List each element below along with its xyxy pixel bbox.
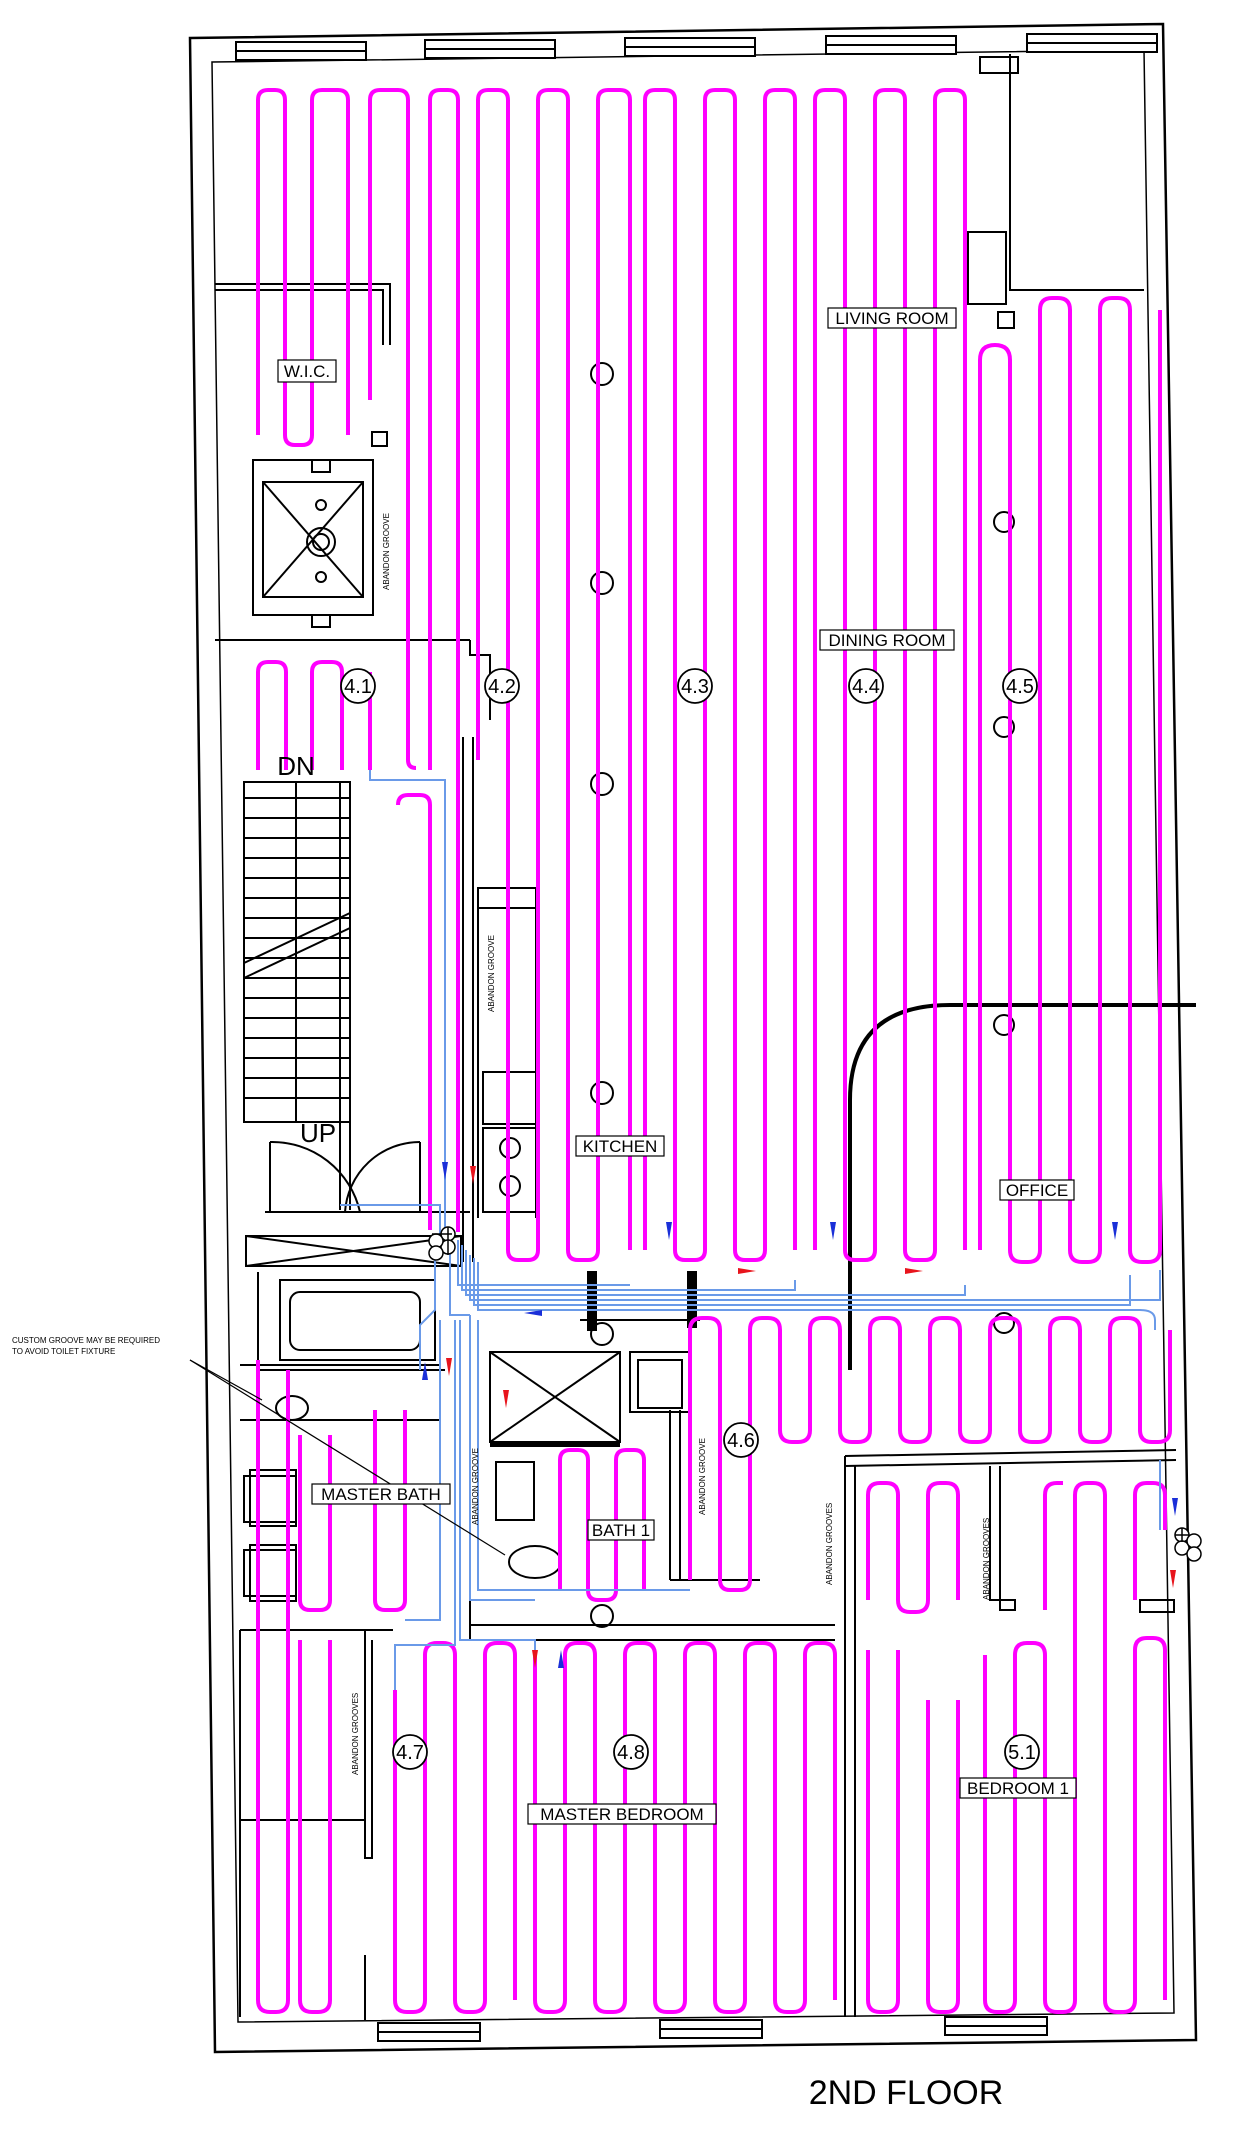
room-label-bedroom1: BEDROOM 1 — [967, 1779, 1069, 1798]
note-abandon-groove-4: ABANDON GROOVE — [698, 1438, 707, 1515]
note-leaders — [189, 1359, 506, 1556]
note-custom-groove-line2: TO AVOID TOILET FIXTURE — [12, 1347, 115, 1356]
zone-5-1: 5.1 — [1008, 1742, 1036, 1764]
zone-4-4: 4.4 — [852, 676, 880, 698]
zone-4-1: 4.1 — [344, 676, 372, 698]
note-abandon-groove-2: ABANDON GROOVE — [487, 935, 496, 1012]
floor-title: 2ND FLOOR — [809, 2074, 1004, 2112]
room-label-office: OFFICE — [1006, 1181, 1068, 1200]
heating-loops — [256, 88, 1172, 2014]
note-abandon-groove-1: ABANDON GROOVE — [382, 513, 391, 590]
stairs-down-label: DN — [277, 751, 315, 781]
note-abandon-groove-3: ABANDON GROOVE — [471, 1448, 480, 1525]
stairs-up-label: UP — [300, 1118, 336, 1148]
zone-4-6: 4.6 — [727, 1430, 755, 1452]
zone-4-3: 4.3 — [681, 676, 709, 698]
zone-markers — [340, 668, 1040, 1770]
supply-lines — [340, 770, 1161, 1690]
room-label-living: LIVING ROOM — [835, 309, 948, 328]
room-label-kitchen: KITCHEN — [583, 1137, 658, 1156]
note-custom-groove-line1: CUSTOM GROOVE MAY BE REQUIRED — [12, 1336, 160, 1345]
manifold — [428, 1226, 1202, 1562]
zone-4-5: 4.5 — [1006, 676, 1034, 698]
zone-4-2: 4.2 — [488, 676, 516, 698]
zone-labels: 4.1 4.2 4.3 4.4 4.5 4.6 4.7 4.8 5.1 — [344, 676, 1036, 1764]
note-abandon-grooves-3: ABANDON GROOVES — [351, 1693, 360, 1775]
room-label-wic: W.I.C. — [284, 362, 330, 381]
stair-labels: DN UP — [277, 751, 336, 1148]
room-label-master-bath: MASTER BATH — [321, 1485, 441, 1504]
zone-4-8: 4.8 — [617, 1742, 645, 1764]
room-label-master-bedroom: MASTER BEDROOM — [540, 1805, 703, 1824]
room-label-bath1: BATH 1 — [592, 1521, 650, 1540]
note-abandon-grooves-2: ABANDON GROOVES — [982, 1518, 991, 1600]
structural-columns — [590, 362, 1015, 1628]
room-label-dining: DINING ROOM — [828, 631, 945, 650]
groove-notes: ABANDON GROOVE ABANDON GROOVE ABANDON GR… — [351, 513, 991, 1775]
zone-4-7: 4.7 — [396, 1742, 424, 1764]
note-abandon-grooves-1: ABANDON GROOVES — [825, 1503, 834, 1585]
room-labels: W.I.C. LIVING ROOM DINING ROOM KITCHEN O… — [277, 307, 1077, 1825]
flow-arrows — [422, 1162, 1178, 1668]
custom-groove-note: CUSTOM GROOVE MAY BE REQUIRED TO AVOID T… — [12, 1336, 160, 1356]
windows — [235, 33, 1158, 2042]
